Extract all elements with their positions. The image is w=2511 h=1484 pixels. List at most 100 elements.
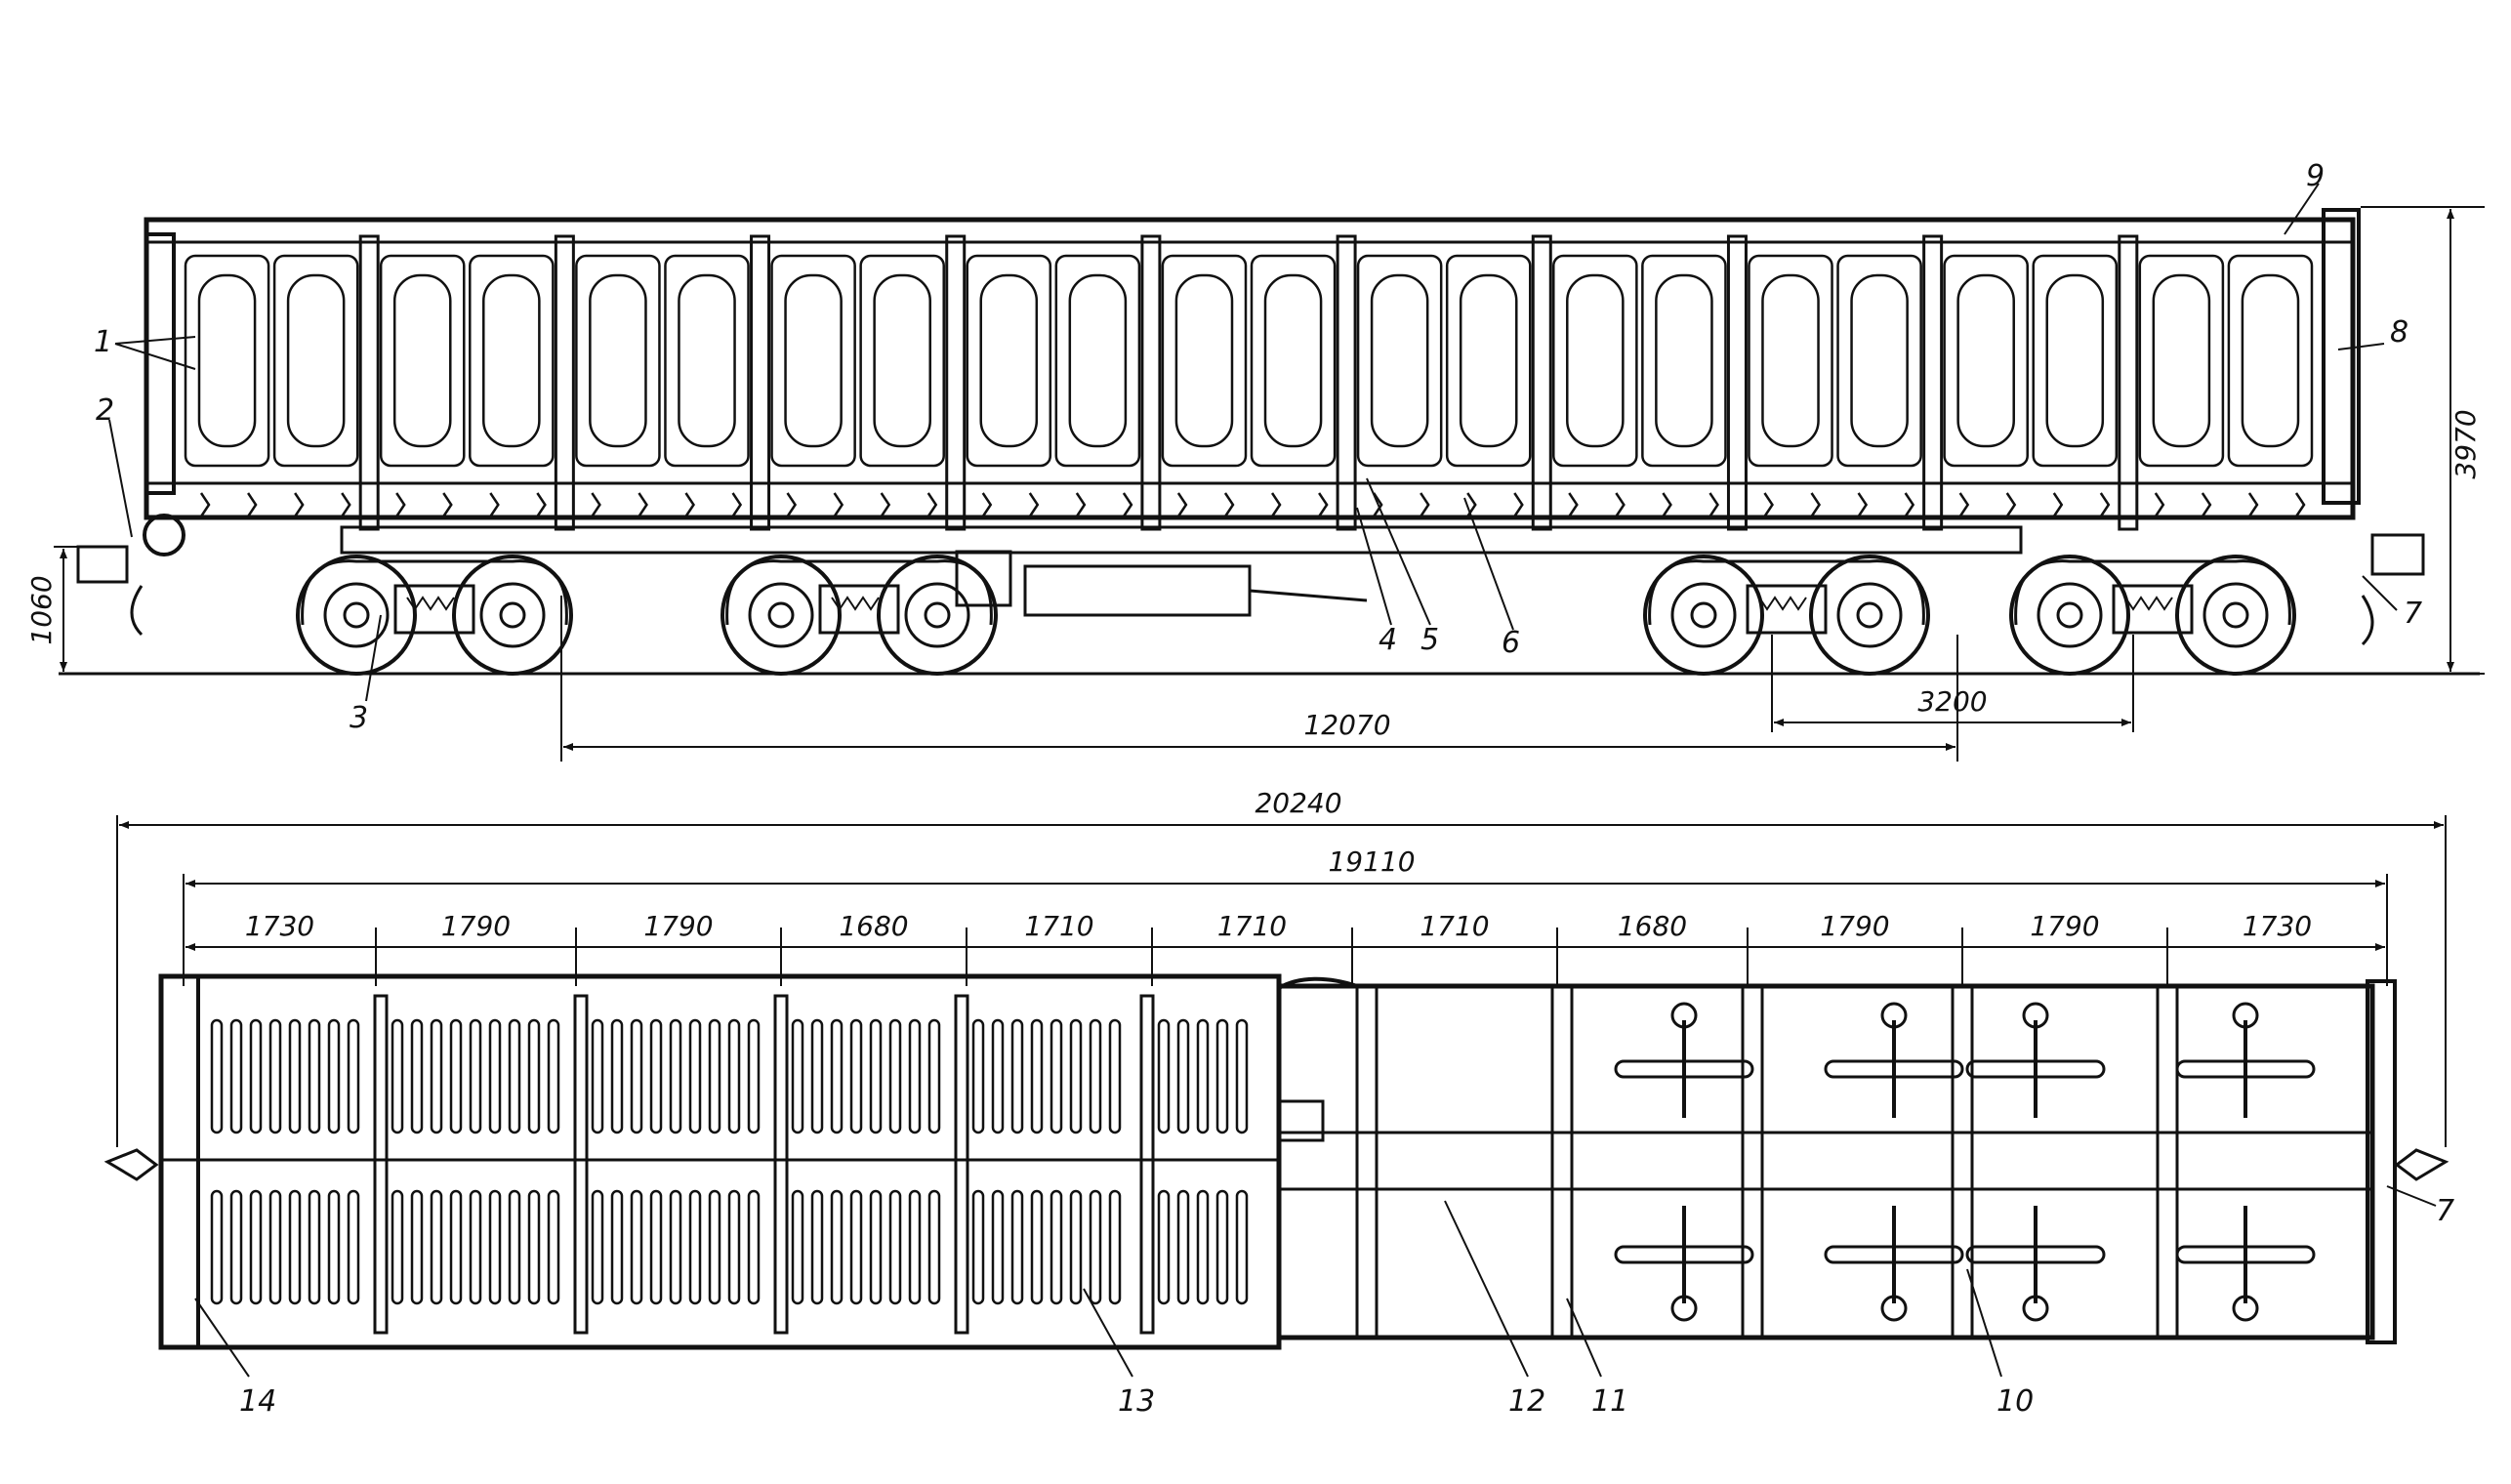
crossbearer — [2156, 984, 2179, 1340]
crossbearer — [1741, 984, 1764, 1340]
dim-panel-1: 1730 — [245, 910, 314, 942]
spring-box — [393, 584, 475, 635]
door-panel-window — [1655, 273, 1713, 448]
door-panel-window — [197, 273, 257, 448]
hatch-slot — [991, 1189, 1005, 1305]
callout-1: 1 — [94, 325, 112, 359]
hatch-slot — [410, 1189, 424, 1305]
callout-6: 6 — [1502, 626, 1520, 660]
hatch-slot — [1010, 1189, 1024, 1305]
hatch-slot — [688, 1189, 702, 1305]
floor-crossbeam — [773, 994, 789, 1335]
side-door-panels — [184, 254, 2314, 468]
bogie — [720, 555, 998, 676]
hatch-slot — [830, 1189, 844, 1305]
hatch-slot — [508, 1018, 521, 1134]
axle-box — [2022, 1002, 2049, 1029]
hatch-lever — [1223, 492, 1235, 517]
wheel — [2009, 555, 2130, 676]
callout-2: 2 — [96, 393, 114, 428]
hatch-lever — [1122, 492, 1133, 517]
spring-icon — [1758, 596, 1807, 611]
dim-panel-2: 1790 — [441, 910, 511, 942]
spring-box — [2112, 584, 2194, 635]
axle — [767, 601, 795, 629]
dim-bogie-centers: 12070 — [1303, 709, 1390, 741]
door-panel — [2032, 254, 2119, 468]
dim-panel-10: 1790 — [2030, 910, 2099, 942]
hatch-slot — [630, 1018, 643, 1134]
brake-rod — [1249, 589, 1368, 602]
hatch-levers — [199, 492, 2306, 517]
hatch-slot — [249, 1018, 263, 1134]
axle — [1856, 601, 1883, 629]
axle-box — [2232, 1002, 2259, 1029]
center-sill-plan — [1277, 1131, 2374, 1191]
hatch-slot — [1157, 1018, 1171, 1134]
hatch-slot — [869, 1018, 883, 1134]
hatch-slot — [430, 1018, 443, 1134]
panel-spacing-labels: 1730 1790 1790 1680 1710 1710 1710 1680 … — [245, 910, 2312, 942]
door-panel — [2138, 254, 2225, 468]
underframe-outline — [1276, 983, 2375, 1340]
side-post — [1531, 234, 1552, 531]
door-panel-window — [1566, 273, 1625, 448]
door-panel-window — [1761, 273, 1820, 448]
side-view-dimensions — [54, 206, 2485, 762]
door-panel-window — [482, 273, 541, 448]
hatch-slot — [1196, 1189, 1210, 1305]
end-wall-right — [2322, 208, 2361, 505]
hatch-slot — [927, 1018, 941, 1134]
wheel — [296, 555, 417, 676]
wheelset — [1965, 1206, 2106, 1322]
hatch-lever — [395, 492, 406, 517]
axle — [499, 601, 526, 629]
hatch-lever — [536, 492, 547, 517]
hatch-slot — [669, 1018, 682, 1134]
callout-9: 9 — [2306, 159, 2325, 193]
dim-panel-6: 1710 — [1217, 910, 1287, 942]
hatch-lever — [341, 492, 351, 517]
draft-gear-left — [1277, 1099, 1325, 1142]
hatch-lever — [1318, 492, 1329, 517]
hatch-lever — [1028, 492, 1040, 517]
hatch-slot — [268, 1018, 282, 1134]
crossbearers — [1355, 984, 2179, 1340]
coupler-plan-right — [2394, 1148, 2449, 1181]
hatch-slot — [527, 1018, 541, 1134]
hatch-slot — [229, 1189, 243, 1305]
side-post — [1922, 234, 1944, 531]
door-panel — [1552, 254, 1638, 468]
hatch-slot — [688, 1018, 702, 1134]
wheelsets — [1614, 1002, 2316, 1322]
hatch-slot — [991, 1018, 1005, 1134]
center-sill — [340, 525, 2023, 555]
door-panel — [966, 254, 1052, 468]
end-beam-left — [159, 974, 200, 1349]
wheelset — [1614, 1206, 1754, 1322]
bogie — [296, 555, 573, 676]
wheel-hub — [748, 582, 814, 648]
hatch-slot — [849, 1018, 863, 1134]
hatch-lever — [1270, 492, 1282, 517]
door-panel — [1356, 254, 1443, 468]
hatch-lever — [1513, 492, 1524, 517]
hatch-slot — [1050, 1018, 1063, 1134]
door-panel-window — [2045, 273, 2105, 448]
hatch-slot — [488, 1018, 502, 1134]
dim-bogie-wheelbase: 3200 — [1917, 685, 1987, 718]
hatch-lever — [247, 492, 258, 517]
hatch-slot — [971, 1018, 985, 1134]
hatch-lever — [1810, 492, 1822, 517]
hatch-lever — [2294, 492, 2306, 517]
callout-7: 7 — [2404, 597, 2422, 631]
wheel — [1643, 555, 1764, 676]
side-post — [554, 234, 575, 531]
hatch-slot — [727, 1189, 741, 1305]
dim-panel-11: 1730 — [2243, 910, 2312, 942]
hatch-slot — [410, 1018, 424, 1134]
hatch-slot — [1108, 1189, 1122, 1305]
hatch-slot — [869, 1189, 883, 1305]
wheelset — [2175, 1206, 2316, 1322]
bogie-frame — [725, 559, 993, 626]
